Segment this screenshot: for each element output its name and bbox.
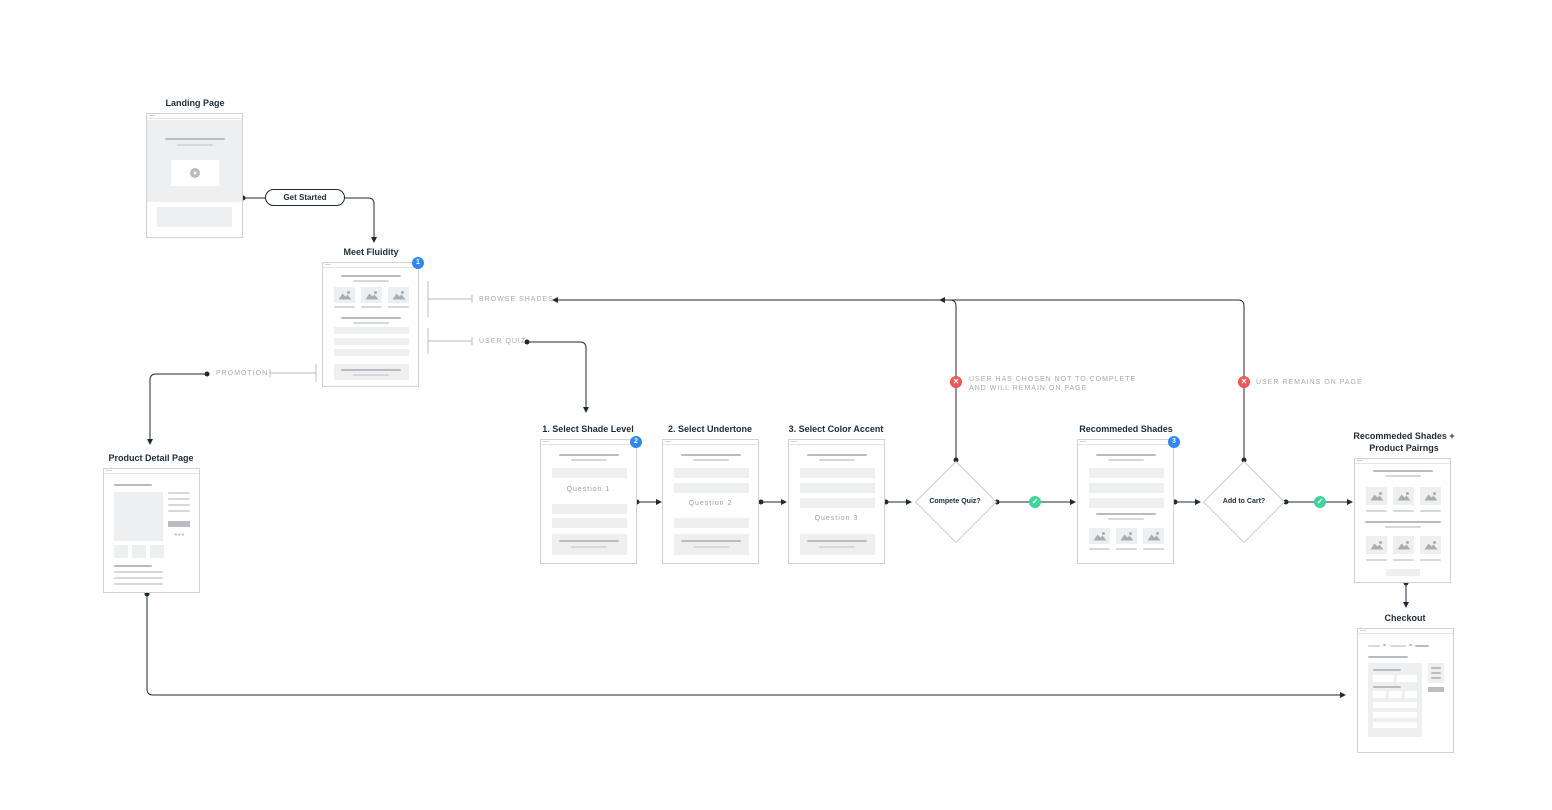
connector-cart-no	[939, 297, 1245, 460]
promotion-label: PROMOTION	[216, 370, 269, 377]
play-icon	[190, 168, 200, 178]
image-icon	[1089, 528, 1110, 544]
image-icon	[1366, 487, 1387, 505]
question-text: Question 2	[688, 500, 733, 507]
image-icon	[1116, 528, 1137, 544]
landing-page-title: Landing Page	[165, 98, 225, 108]
color-accent-frame[interactable]: Question 3	[788, 439, 885, 564]
question-text: Question 3	[814, 515, 859, 522]
no-icon: ✕	[1238, 376, 1250, 388]
browse-shades-label: BROWSE SHADES	[479, 296, 554, 303]
not-complete-label-2: AND WILL REMAIN ON PAGE	[969, 385, 1088, 392]
image-icon	[388, 287, 409, 303]
pdp-frame[interactable]	[103, 468, 200, 593]
connector-browse-bracket	[427, 281, 473, 317]
no-icon: ✕	[950, 376, 962, 388]
connector-quiz-no	[552, 297, 957, 460]
image-icon	[1366, 536, 1387, 554]
meet-fluidity-title: Meet Fluidity	[343, 247, 399, 257]
connector-pdp-checkout	[146, 594, 1346, 698]
image-icon	[1143, 528, 1164, 544]
meet-fluidity-frame[interactable]	[322, 262, 419, 387]
shade-level-title: 1. Select Shade Level	[542, 424, 634, 434]
landing-page-frame[interactable]	[146, 113, 243, 238]
step-badge: 2	[630, 436, 642, 448]
pairings-frame[interactable]	[1354, 458, 1451, 583]
recommended-frame[interactable]	[1077, 439, 1174, 564]
shade-level-frame[interactable]: Question 1	[540, 439, 637, 564]
user-quiz-label: USER QUIZ	[479, 338, 527, 345]
image-icon	[1393, 487, 1414, 505]
check-icon: ✓	[1314, 496, 1326, 508]
cart-decision-label: Add to Cart?	[1222, 498, 1266, 505]
recommended-title: Recommeded Shades	[1079, 424, 1173, 434]
connector-quiz-shade	[527, 341, 589, 413]
color-accent-title: 3. Select Color Accent	[788, 424, 884, 434]
step-badge: 1	[412, 257, 424, 269]
get-started-button[interactable]: Get Started	[265, 189, 345, 206]
image-icon	[334, 287, 355, 303]
image-icon	[1420, 487, 1441, 505]
question-text: Question 1	[566, 486, 611, 493]
image-icon	[361, 287, 382, 303]
pdp-title: Product Detail Page	[108, 453, 194, 463]
not-complete-label-1: USER HAS CHOSEN NOT TO COMPLETE	[969, 376, 1137, 383]
image-icon	[1393, 536, 1414, 554]
quiz-decision-label: Compete Quiz?	[929, 498, 981, 505]
image-icon	[1420, 536, 1441, 554]
checkout-frame[interactable]	[1357, 628, 1454, 753]
undertone-frame[interactable]: Question 2	[662, 439, 759, 564]
connector-quiz-bracket	[427, 328, 473, 354]
remains-label: USER REMAINS ON PAGE	[1256, 379, 1363, 386]
check-icon: ✓	[1029, 496, 1041, 508]
connector-promotion-bracket	[269, 364, 317, 382]
pairings-title: Recommeded Shades + Product Pairngs	[1353, 431, 1455, 453]
connector-landing-meet	[243, 197, 374, 242]
checkout-title: Checkout	[1384, 613, 1426, 623]
step-badge: 3	[1168, 436, 1180, 448]
undertone-title: 2. Select Undertone	[667, 424, 753, 434]
connector-promotion-pdp	[147, 373, 207, 445]
